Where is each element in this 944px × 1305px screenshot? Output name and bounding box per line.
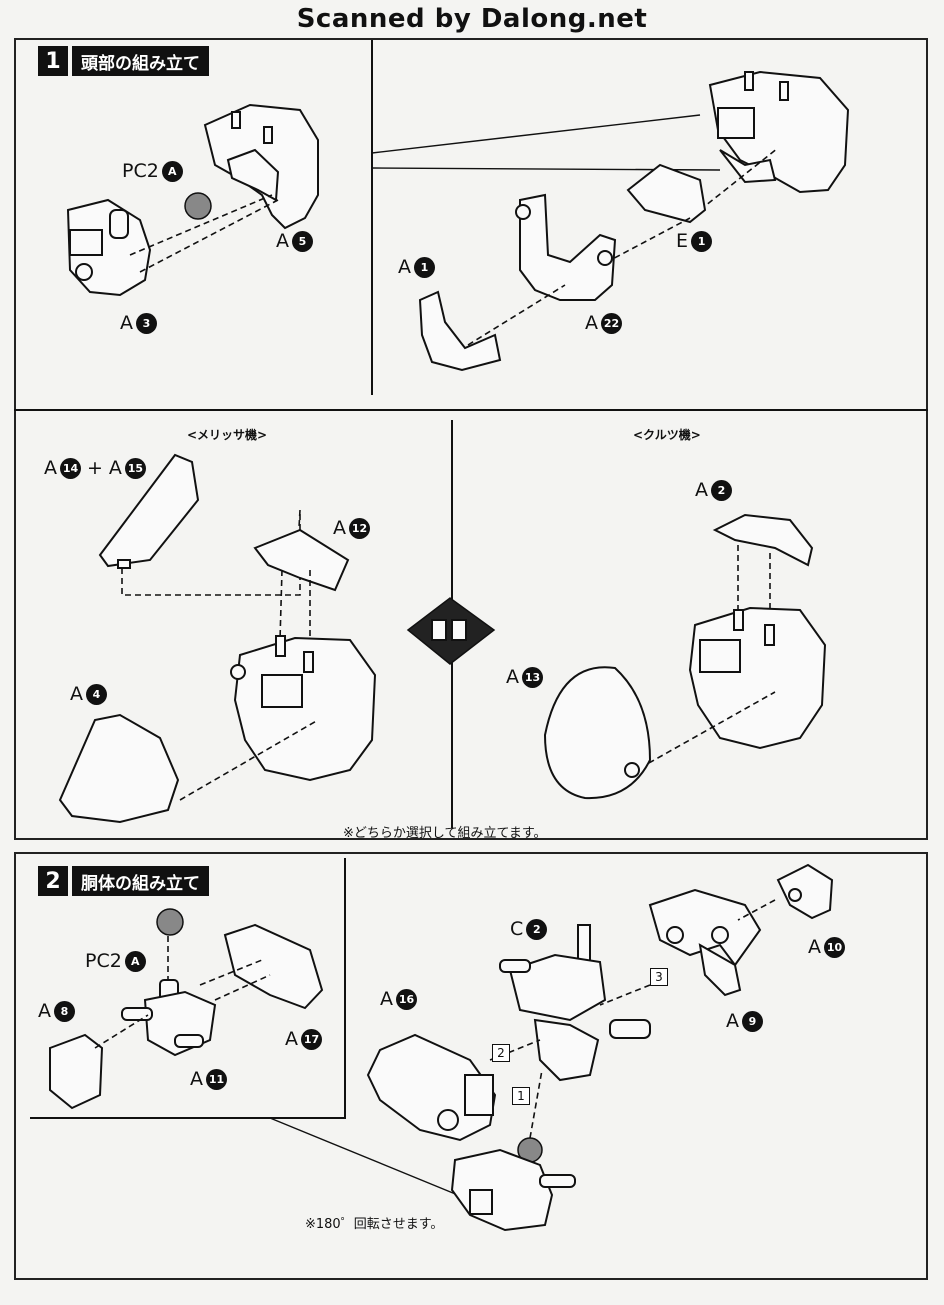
melissa-head-shell (230, 635, 377, 782)
step1-number: 1 (38, 46, 68, 76)
pc2-ball-torso (156, 908, 184, 936)
step1-note: ※どちらか選択して組み立てます。 (343, 826, 547, 841)
torso-assembly-rotated (450, 1137, 576, 1232)
label-a9: A 9 (726, 1010, 763, 1032)
torso-core-c2 (499, 924, 651, 1082)
sequence-marker-1: 1 (512, 1087, 530, 1105)
label-a10: A 10 (808, 936, 845, 958)
label-a2: A 2 (695, 479, 732, 501)
kurutsu-heading: <クルツ機> (633, 428, 701, 442)
pc2-ball-part (184, 192, 212, 220)
label-a16: A 16 (380, 988, 417, 1010)
chest-block-a16 (366, 1033, 497, 1142)
crest-plate-a12 (253, 528, 350, 592)
step1-title: 頭部の組み立て (72, 46, 209, 76)
label-pc2-torso: PC2 A (85, 950, 146, 972)
label-a4: A 4 (70, 683, 107, 705)
head-cap-a2 (712, 513, 814, 567)
head-frame-a3 (66, 198, 152, 297)
label-c2: C 2 (510, 918, 548, 940)
head-dome-a13 (543, 666, 652, 800)
label-a11: A 11 (190, 1068, 227, 1090)
step1-header: 1 頭部の組み立て (38, 46, 209, 76)
label-a5: A 5 (276, 230, 313, 252)
head-shell-a5 (203, 103, 319, 230)
visor-a1 (418, 290, 502, 372)
label-a3: A 3 (120, 312, 157, 334)
sequence-marker-3: 3 (650, 968, 668, 986)
sequence-marker-2: 2 (492, 1044, 510, 1062)
head-crest-a14-a15 (98, 453, 200, 568)
melissa-heading: <メリッサ機> (187, 428, 268, 442)
label-a12: A 12 (333, 517, 370, 539)
label-a17: A 17 (285, 1028, 322, 1050)
joint-block-a11 (121, 979, 217, 1057)
label-a1: A 1 (398, 256, 435, 278)
label-a8: A 8 (38, 1000, 75, 1022)
label-e1: E 1 (676, 230, 713, 252)
jaw-frame-a22 (515, 193, 617, 301)
face-guard-a4 (58, 713, 180, 824)
label-a22: A 22 (585, 312, 622, 334)
kurutsu-head-shell (688, 606, 827, 750)
step2-panel (14, 852, 928, 1280)
step2-note: ※180゜回転させます。 (305, 1217, 444, 1232)
shoulder-cap-a10 (776, 863, 834, 920)
step1-panel (14, 38, 928, 840)
step2-header: 2 胴体の組み立て (38, 866, 209, 896)
label-a14-a15: A 14 + A 15 (44, 457, 146, 479)
torso-plate-a17 (223, 923, 324, 1010)
hip-block-a8 (49, 1033, 104, 1110)
step2-title: 胴体の組み立て (72, 866, 209, 896)
label-pc2: PC2 A (122, 160, 183, 182)
label-a13: A 13 (506, 666, 543, 688)
face-plate-e1 (626, 163, 707, 224)
step2-number: 2 (38, 866, 68, 896)
head-assembly-top-right (708, 70, 850, 194)
watermark: Scanned by Dalong.net (296, 4, 648, 34)
direction-icon (406, 597, 496, 665)
shoulder-frame-a9 (648, 888, 762, 997)
